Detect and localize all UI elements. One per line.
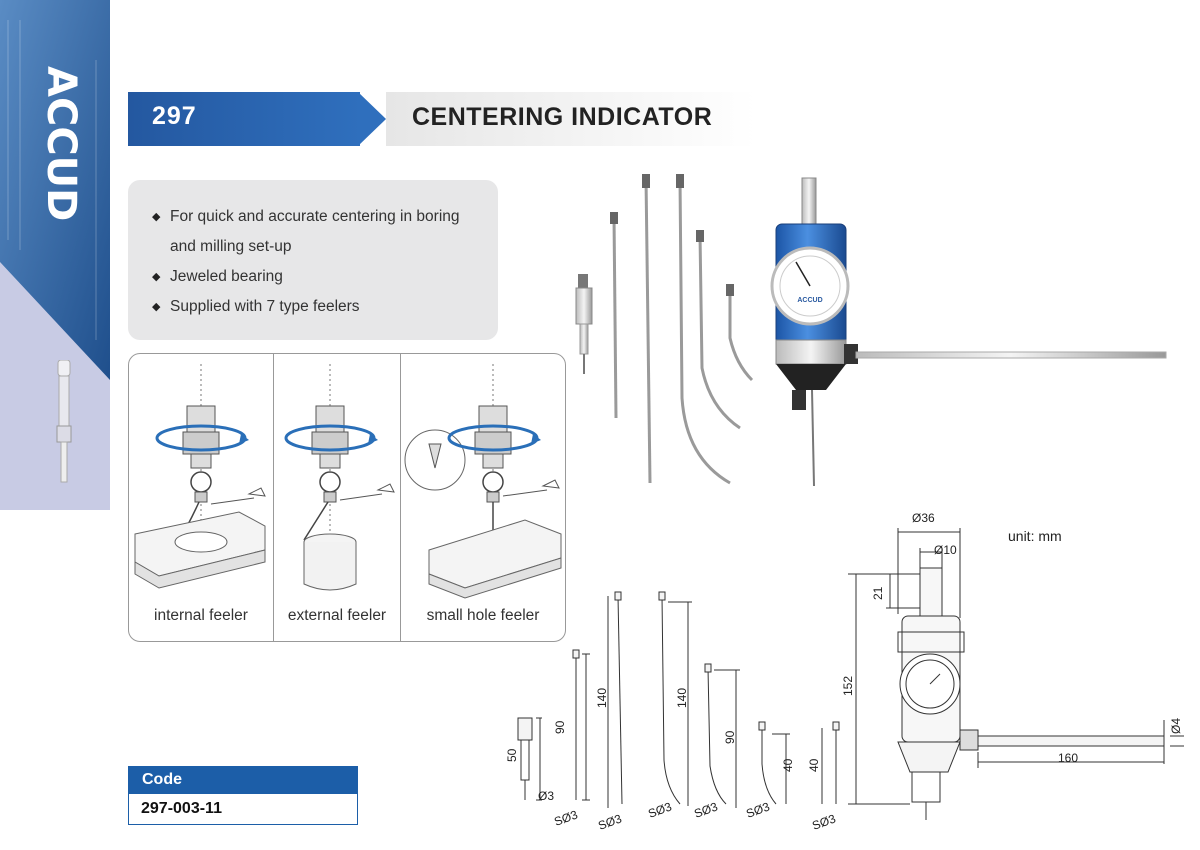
header-title-band bbox=[386, 92, 756, 146]
svg-text:90: 90 bbox=[553, 720, 567, 734]
svg-text:50: 50 bbox=[505, 748, 519, 762]
header-code-bar bbox=[128, 92, 360, 146]
svg-text:Ø3: Ø3 bbox=[538, 789, 554, 803]
dimension-drawing: Ø36 Ø10 21 152 Ø4 160 50 90 140 140 90 4… bbox=[505, 511, 1184, 833]
side-band-blue bbox=[0, 0, 110, 380]
side-tool-image bbox=[56, 360, 72, 483]
svg-text:SØ3: SØ3 bbox=[692, 799, 720, 820]
usage-small-hole: small hole feeler bbox=[401, 354, 565, 641]
usage-label-internal: internal feeler bbox=[154, 607, 248, 624]
diamond-bullet-icon: ◆ bbox=[152, 211, 161, 223]
product-code: 297 bbox=[152, 102, 197, 130]
feeler-holder-image bbox=[575, 274, 593, 374]
svg-text:40: 40 bbox=[807, 758, 821, 772]
code-table-value: 297-003-11 bbox=[128, 794, 358, 825]
product-photo: ACCUD bbox=[575, 174, 1167, 487]
feature-item: ◆Supplied with 7 type feelers bbox=[152, 292, 498, 322]
indicator-body-image: ACCUD bbox=[770, 177, 1167, 487]
svg-text:SØ3: SØ3 bbox=[744, 799, 772, 820]
header-arrow bbox=[358, 92, 386, 146]
feelers-image bbox=[612, 177, 754, 485]
svg-text:152: 152 bbox=[841, 676, 855, 696]
svg-text:Ø10: Ø10 bbox=[934, 543, 957, 557]
svg-text:140: 140 bbox=[595, 688, 609, 708]
code-table-header: Code bbox=[128, 766, 358, 794]
small-hole-feeler-illustration bbox=[404, 364, 562, 599]
feeler-tips-image bbox=[610, 174, 734, 296]
svg-text:40: 40 bbox=[781, 758, 795, 772]
svg-text:160: 160 bbox=[1058, 751, 1078, 765]
internal-feeler-illustration bbox=[134, 364, 266, 589]
usage-panel: internal feeler external feeler bbox=[128, 353, 566, 642]
unit-label: unit: mm bbox=[1008, 528, 1062, 544]
feature-item: and milling set-up bbox=[170, 238, 292, 255]
svg-text:140: 140 bbox=[675, 688, 689, 708]
diamond-bullet-icon: ◆ bbox=[152, 271, 161, 283]
usage-internal: internal feeler bbox=[129, 354, 274, 641]
svg-text:SØ3: SØ3 bbox=[810, 811, 838, 832]
page-title: CENTERING INDICATOR bbox=[412, 103, 713, 131]
svg-text:SØ3: SØ3 bbox=[596, 811, 624, 832]
feature-item: ◆For quick and accurate centering in bor… bbox=[152, 202, 498, 232]
svg-text:21: 21 bbox=[871, 586, 885, 600]
usage-external: external feeler bbox=[274, 354, 401, 641]
external-feeler-illustration bbox=[284, 364, 395, 591]
svg-text:Ø4: Ø4 bbox=[1169, 718, 1183, 734]
svg-text:Ø36: Ø36 bbox=[912, 511, 935, 525]
diamond-bullet-icon: ◆ bbox=[152, 301, 161, 313]
svg-text:ACCUD: ACCUD bbox=[797, 297, 822, 304]
features-box: ◆For quick and accurate centering in bor… bbox=[128, 180, 498, 340]
svg-text:90: 90 bbox=[723, 730, 737, 744]
svg-text:ACCUD: ACCUD bbox=[38, 66, 84, 221]
side-band: ACCUD bbox=[0, 0, 110, 510]
usage-label-small-hole: small hole feeler bbox=[426, 607, 540, 624]
feature-item: ◆Jeweled bearing bbox=[152, 262, 498, 292]
usage-label-external: external feeler bbox=[287, 607, 387, 624]
svg-text:SØ3: SØ3 bbox=[552, 807, 580, 828]
features-list: ◆For quick and accurate centering in bor… bbox=[128, 180, 498, 322]
brand-logo: ACCUD bbox=[38, 66, 84, 221]
svg-text:SØ3: SØ3 bbox=[646, 799, 674, 820]
